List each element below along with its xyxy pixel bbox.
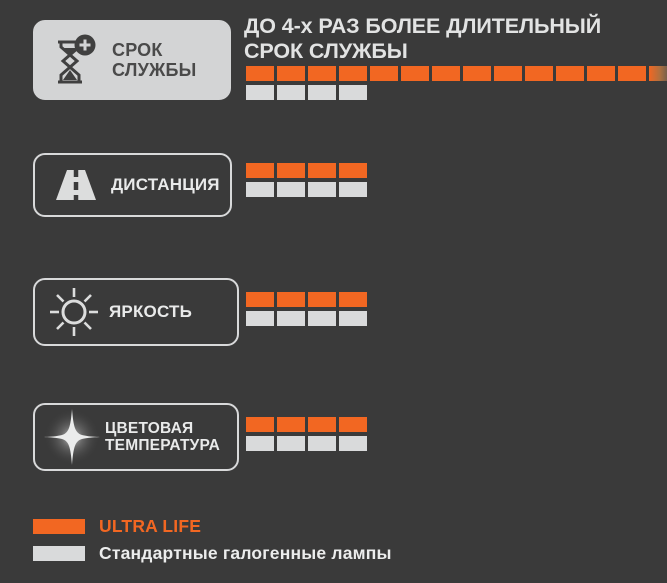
- bar-segment: [246, 311, 274, 326]
- bar-track-halogen: [246, 311, 367, 326]
- legend-item-halogen: Стандартные галогенные лампы: [33, 542, 392, 564]
- bar-group-distance: [246, 163, 367, 197]
- bar-track-ultra-life: [246, 417, 367, 432]
- legend-swatch-gray: [33, 545, 85, 561]
- bar-segment: [277, 311, 305, 326]
- metric-row-life: СРОК СЛУЖБЫ ДО 4-х РАЗ БОЛЕЕ ДЛИТЕЛЬНЫЙ …: [0, 8, 667, 126]
- bar-segment: [308, 292, 336, 307]
- bar-segment: [556, 66, 584, 81]
- bar-segment: [308, 66, 336, 81]
- bar-segment: [246, 163, 274, 178]
- legend-item-ultra-life: ULTRA LIFE: [33, 515, 392, 537]
- bar-track-halogen: [246, 182, 367, 197]
- bar-group-life: [246, 66, 667, 100]
- bar-segment: [277, 85, 305, 100]
- bar-track-ultra-life: [246, 292, 367, 307]
- bar-segment: [618, 66, 646, 81]
- bar-segment: [339, 85, 367, 100]
- bar-segment: [277, 163, 305, 178]
- legend-label-halogen: Стандартные галогенные лампы: [99, 542, 392, 563]
- label-box-brightness: ЯРКОСТЬ: [33, 278, 239, 346]
- bar-segment: [525, 66, 553, 81]
- bar-segment-faded: [649, 66, 667, 81]
- bar-segment: [339, 436, 367, 451]
- bar-segment: [587, 66, 615, 81]
- bar-segment: [494, 66, 522, 81]
- star-sparkle-icon: [41, 408, 103, 466]
- bar-segment: [246, 85, 274, 100]
- road-icon: [47, 168, 105, 202]
- bar-track-halogen: [246, 436, 367, 451]
- legend-swatch-orange: [33, 518, 85, 534]
- bar-segment: [277, 417, 305, 432]
- label-text-color-temperature: ЦВЕТОВАЯ ТЕМПЕРАТУРА: [105, 419, 221, 454]
- bar-segment: [308, 417, 336, 432]
- metric-row-brightness: ЯРКОСТЬ: [0, 270, 667, 360]
- bar-segment: [277, 182, 305, 197]
- label-text-life: СРОК СЛУЖБЫ: [112, 39, 197, 80]
- bar-group-color-temperature: [246, 417, 367, 451]
- bar-segment: [339, 182, 367, 197]
- bar-segment: [308, 436, 336, 451]
- bar-segment: [277, 436, 305, 451]
- bar-segment: [401, 66, 429, 81]
- bar-segment: [339, 311, 367, 326]
- bar-segment: [246, 182, 274, 197]
- bar-segment: [246, 292, 274, 307]
- bar-segment: [463, 66, 491, 81]
- bar-segment: [339, 417, 367, 432]
- label-box-distance: ДИСТАНЦИЯ: [33, 153, 232, 217]
- bar-segment: [277, 292, 305, 307]
- metric-row-distance: ДИСТАНЦИЯ: [0, 145, 667, 235]
- bar-segment: [308, 182, 336, 197]
- bar-track-ultra-life: [246, 66, 667, 81]
- bar-segment: [339, 292, 367, 307]
- label-box-life: СРОК СЛУЖБЫ: [33, 20, 231, 100]
- bar-segment: [246, 66, 274, 81]
- bar-track-ultra-life: [246, 163, 367, 178]
- sun-icon: [43, 286, 105, 338]
- bar-segment: [432, 66, 460, 81]
- bar-segment: [246, 417, 274, 432]
- bar-segment: [370, 66, 398, 81]
- label-text-brightness: ЯРКОСТЬ: [109, 302, 193, 322]
- bar-segment: [277, 66, 305, 81]
- bar-segment: [308, 311, 336, 326]
- label-text-distance: ДИСТАНЦИЯ: [111, 175, 220, 195]
- legend-label-ultra-life: ULTRA LIFE: [99, 515, 202, 536]
- bar-segment: [339, 66, 367, 81]
- bar-segment: [308, 85, 336, 100]
- metric-row-color-temperature: ЦВЕТОВАЯ ТЕМПЕРАТУРА: [0, 395, 667, 485]
- bar-segment: [246, 436, 274, 451]
- bar-group-brightness: [246, 292, 367, 326]
- bar-track-halogen: [246, 85, 667, 100]
- headline-title: ДО 4-х РАЗ БОЛЕЕ ДЛИТЕЛЬНЫЙ СРОК СЛУЖБЫ: [244, 14, 602, 63]
- legend: ULTRA LIFE Стандартные галогенные лампы: [33, 515, 392, 564]
- bar-segment: [308, 163, 336, 178]
- label-box-color-temperature: ЦВЕТОВАЯ ТЕМПЕРАТУРА: [33, 403, 239, 471]
- bar-segment: [339, 163, 367, 178]
- hourglass-plus-icon: [44, 34, 106, 86]
